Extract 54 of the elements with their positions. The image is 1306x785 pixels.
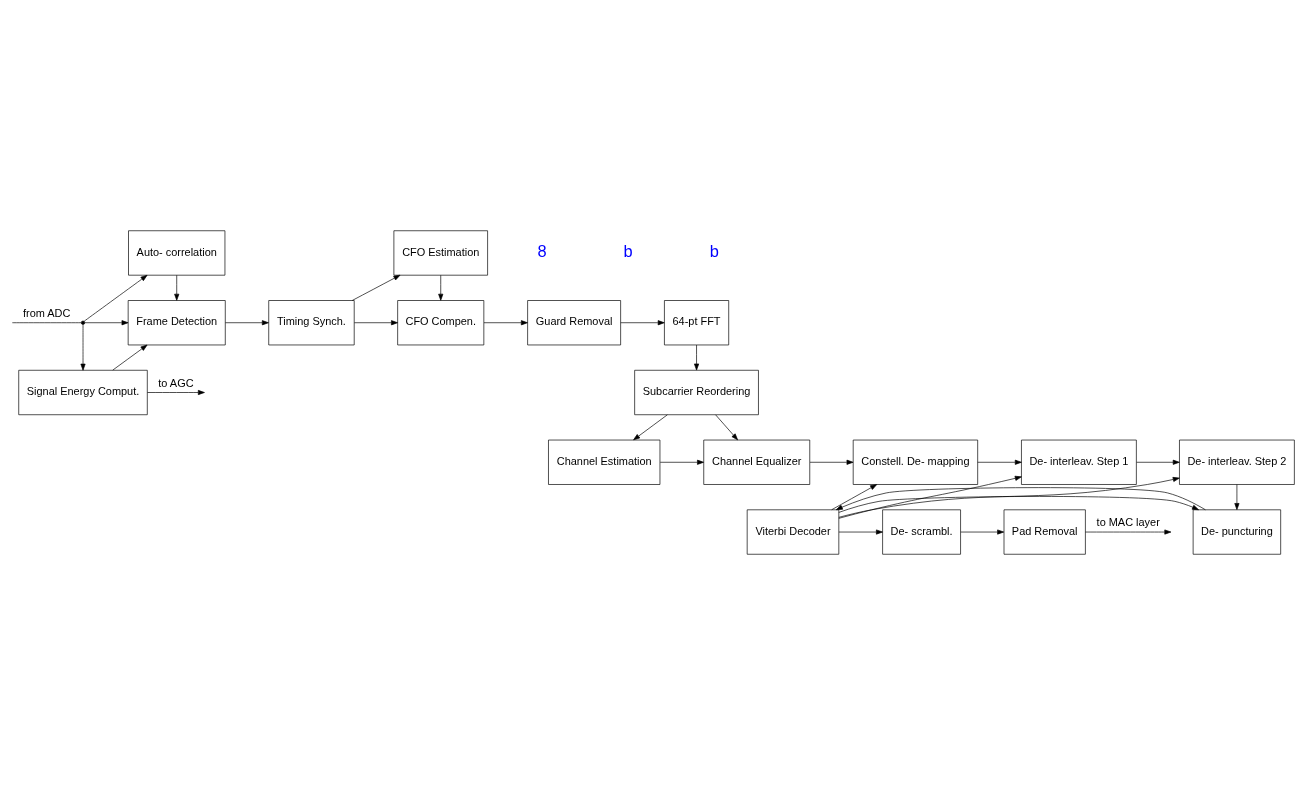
node-box: 64-pt FFT: [664, 300, 730, 346]
arrow: [438, 274, 444, 301]
arrow: [83, 274, 148, 322]
node-box: Pad Removal: [1003, 509, 1086, 555]
arrow: [838, 529, 883, 535]
arrow: [1085, 529, 1172, 535]
arrow: [838, 477, 1180, 518]
arrow: [835, 487, 1206, 511]
arrow: [960, 529, 1005, 535]
node-box: CFO Compen.: [397, 300, 485, 346]
arrow: [838, 475, 1022, 519]
node-box: Channel Estimation: [548, 439, 661, 485]
node-box: CFO Estimation: [393, 230, 488, 276]
node-box: Timing Synch.: [268, 300, 355, 346]
arrow: [715, 414, 738, 441]
label: 8: [537, 242, 547, 261]
arrow: [809, 459, 854, 465]
node-box: Constell. De- mapping: [852, 439, 978, 485]
arrow: [633, 414, 668, 441]
arrow: [174, 274, 180, 301]
arrow: [831, 484, 878, 511]
node-box: Frame Detection: [127, 300, 226, 346]
arrow: [351, 274, 401, 301]
node-box: Signal Energy Comput.: [18, 369, 148, 416]
label: b: [623, 242, 633, 261]
arrow: [694, 344, 700, 371]
arrow: [838, 496, 1199, 513]
connector: [12, 322, 82, 324]
edge-label: from ADC: [23, 307, 71, 320]
node-box: Subcarrier Reordering: [634, 369, 759, 416]
node-box: De- interleav. Step 1: [1021, 439, 1137, 485]
node-box: Auto- correlation: [128, 230, 226, 276]
node-box: De- scrambl.: [882, 509, 961, 555]
arrow: [620, 320, 665, 326]
arrow: [977, 459, 1022, 465]
edge-label: to MAC layer: [1096, 516, 1160, 529]
node-box: Guard Removal: [527, 300, 621, 346]
arrow: [225, 320, 269, 326]
node-box: Channel Equalizer: [703, 439, 811, 485]
arrow: [659, 459, 704, 465]
arrow: [354, 320, 398, 326]
node-circle: [80, 320, 86, 325]
arrow: [1234, 484, 1240, 510]
arrow: [483, 320, 528, 326]
node-box: Viterbi Decoder: [746, 509, 840, 555]
edge-label: to AGC: [158, 376, 194, 389]
arrow: [84, 320, 129, 326]
label: b: [709, 242, 719, 261]
node-box: De- interleav. Step 2: [1179, 439, 1295, 485]
arrow: [1136, 459, 1180, 465]
arrow: [147, 390, 205, 395]
arrow: [112, 344, 148, 371]
node-box: De- puncturing: [1192, 509, 1282, 555]
arrow: [80, 324, 86, 371]
